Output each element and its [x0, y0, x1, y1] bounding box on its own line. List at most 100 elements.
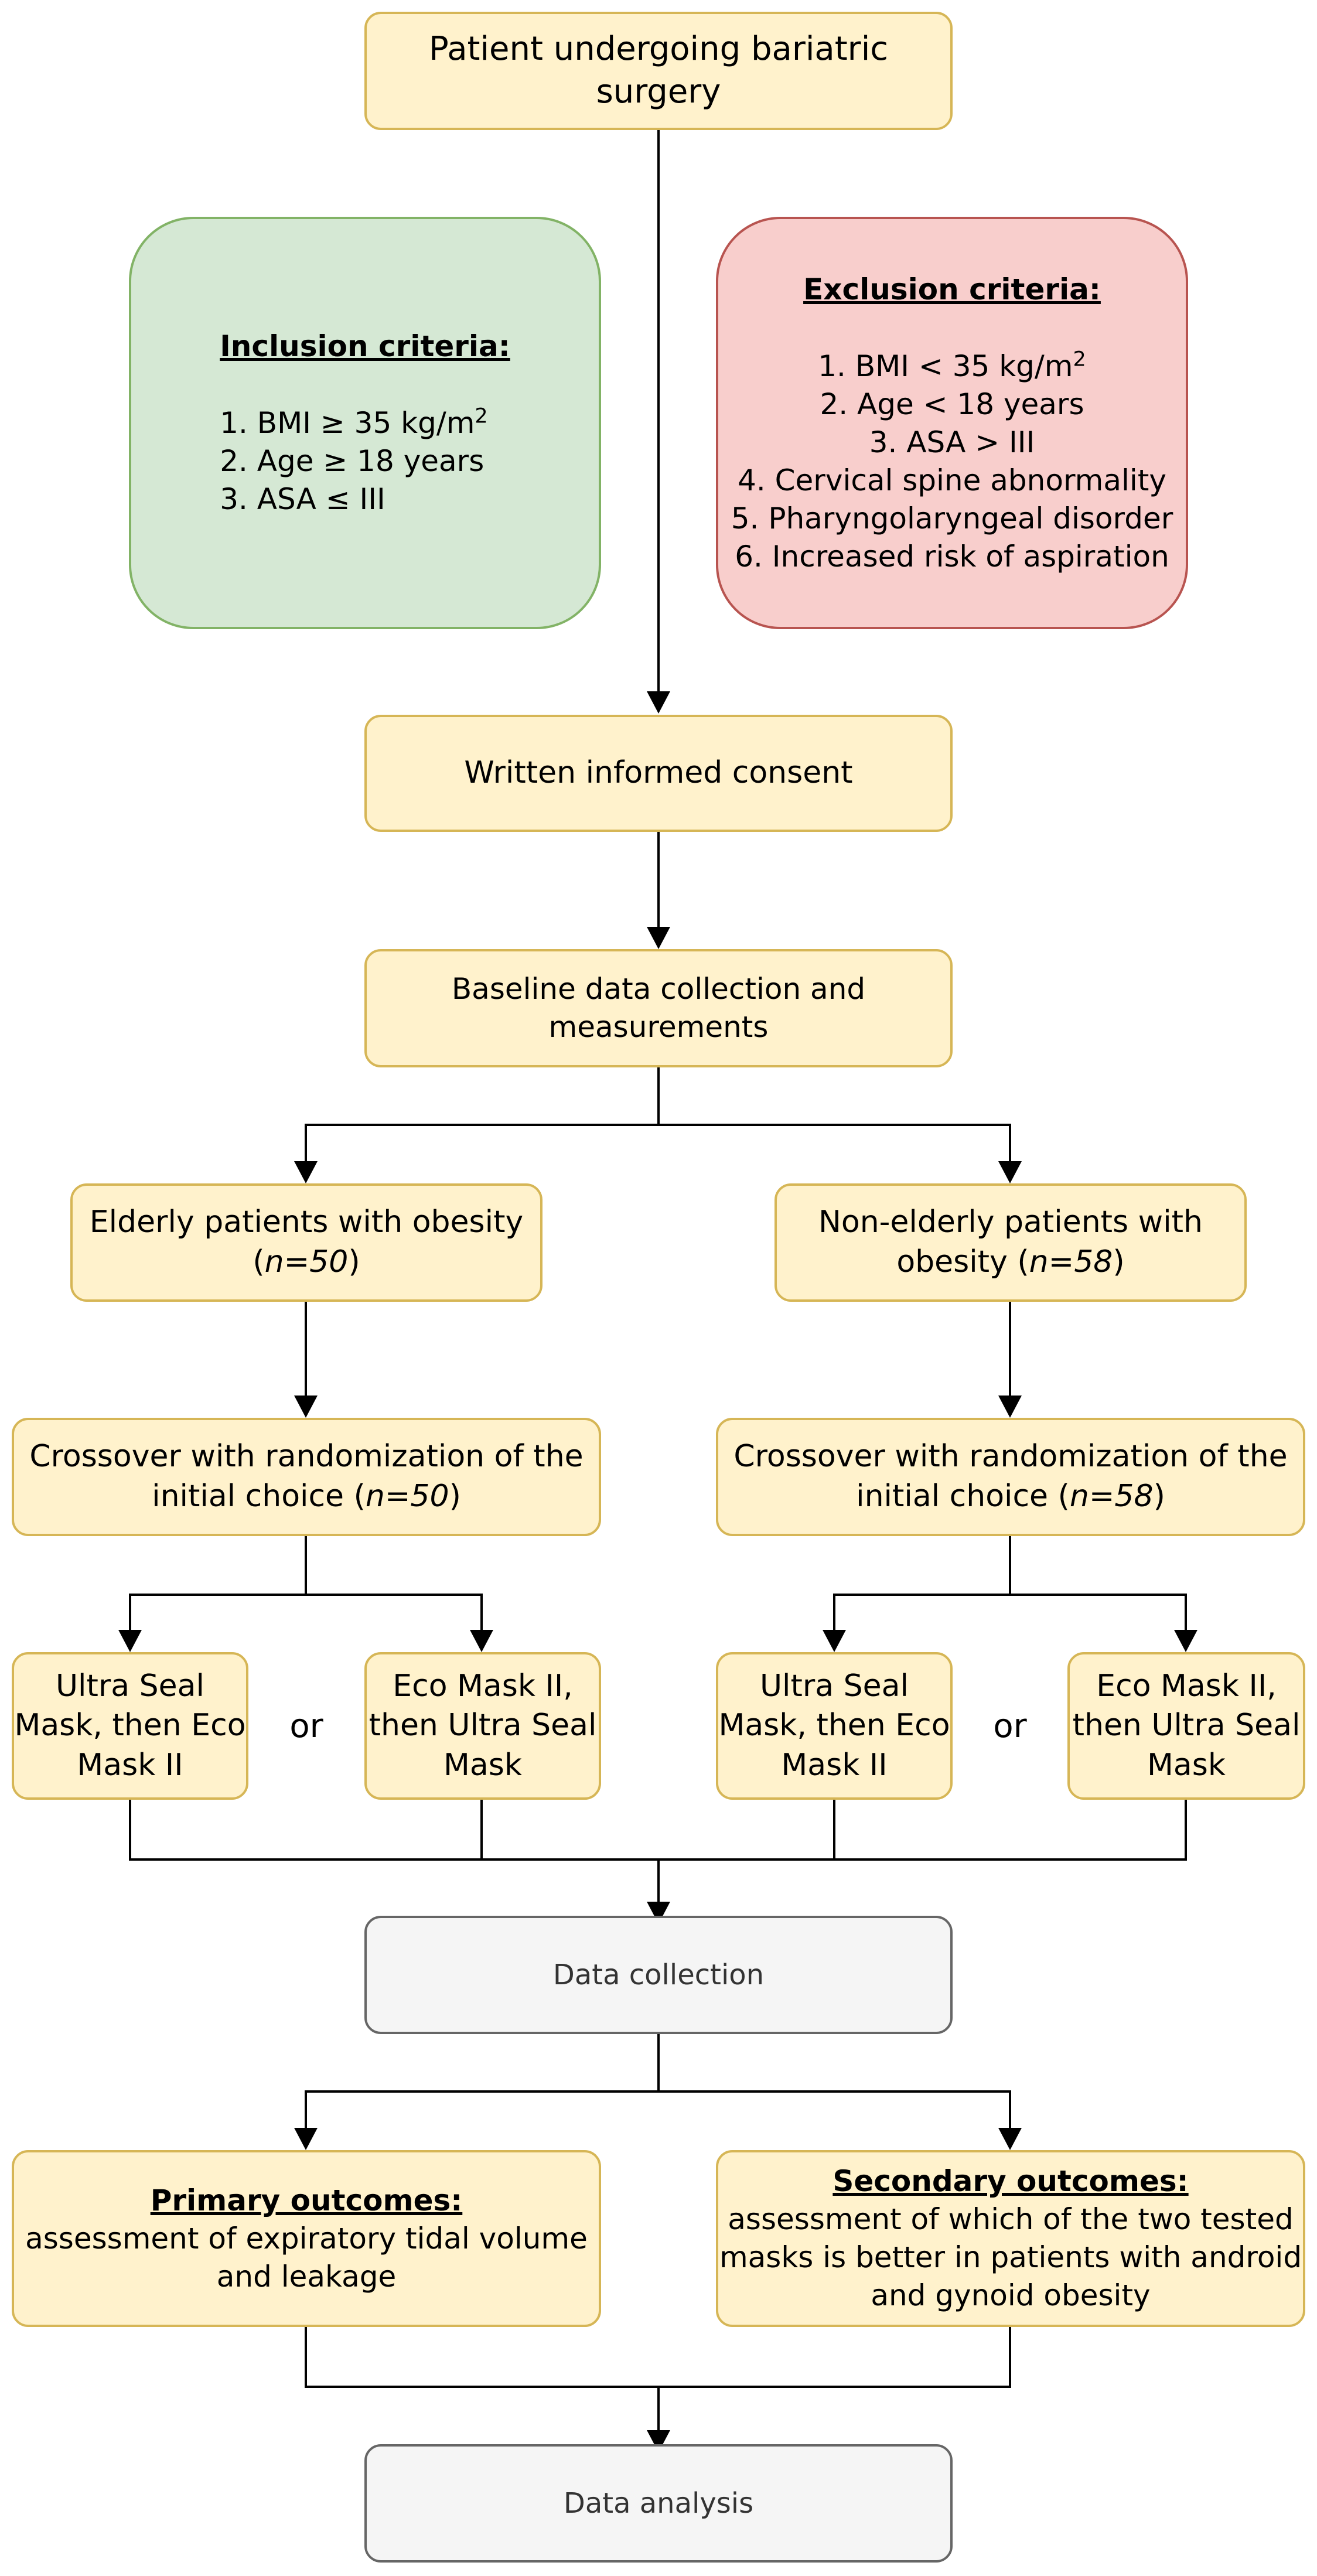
connector-right-eco [1185, 1594, 1187, 1633]
inclusion-heading: Inclusion criteria: [220, 329, 510, 363]
data-analysis-box: Data analysis [364, 2444, 953, 2563]
elderly-sample-size: n=50 [264, 1244, 349, 1280]
arrowhead-nonelderly [998, 1161, 1022, 1183]
connector-merge-to-collection [657, 1858, 660, 1912]
inclusion-item-bmi-sup: 2 [475, 404, 488, 428]
arrowhead-left-ultra [118, 1630, 142, 1652]
connector-mask-right-ultra-down [833, 1800, 835, 1861]
exclusion-item-bmi: 1. BMI < 35 kg/m2 [818, 347, 1086, 385]
data-collection-box: Data collection [364, 1916, 953, 2034]
start-box: Patient undergoing bariatric surgery [364, 12, 953, 130]
exclusion-heading: Exclusion criteria: [803, 272, 1101, 306]
connector-consent-to-baseline [657, 832, 660, 937]
elderly-label-line2: (n=50) [253, 1243, 360, 1282]
connector-right-ultra [833, 1594, 835, 1633]
start-label: Patient undergoing bariatric surgery [428, 30, 889, 111]
arrowhead-elderly [294, 1161, 318, 1183]
exclusion-item-bmi-text: 1. BMI < 35 kg/m [818, 349, 1073, 383]
connector-secondary-down [1009, 2327, 1011, 2388]
exclusion-criteria-box: Exclusion criteria: 1. BMI < 35 kg/m2 2.… [716, 217, 1188, 629]
primary-outcomes-line2: and leakage [216, 2259, 397, 2294]
right-eco-line1: Eco Mask II, [1096, 1668, 1277, 1704]
crossover-left-line2-prefix: initial choice ( [152, 1479, 366, 1514]
connector-collection-down [657, 2034, 660, 2091]
connector-crossover-right-down [1009, 1536, 1011, 1595]
baseline-label-line2: measurements [548, 1010, 769, 1044]
left-ultra-line3: Mask II [77, 1747, 183, 1783]
inclusion-criteria-box: Inclusion criteria: 1. BMI ≥ 35 kg/m2 2.… [129, 217, 601, 629]
left-eco-line3: Mask [443, 1747, 522, 1783]
crossover-left-line2: initial choice (n=50) [152, 1477, 461, 1517]
crossover-right-box: Crossover with randomization of the init… [716, 1418, 1305, 1536]
primary-outcomes-box: Primary outcomes: assessment of expirato… [12, 2150, 601, 2327]
connector-elderly-to-crossover [305, 1302, 307, 1401]
connector-split-primary [305, 2090, 307, 2131]
connector-mask-left-ultra-down [129, 1800, 131, 1861]
connector-crossover-left-split [129, 1594, 483, 1596]
exclusion-item-asa: 3. ASA > III [869, 425, 1035, 459]
baseline-label-line1: Baseline data collection and [451, 972, 866, 1006]
connector-baseline-split [305, 1124, 1011, 1126]
crossover-right-line2: initial choice (n=58) [856, 1477, 1165, 1517]
inclusion-item-bmi-text: 1. BMI ≥ 35 kg/m [220, 406, 475, 440]
arrowhead-consent [647, 691, 670, 714]
crossover-left-paren-close: ) [449, 1479, 461, 1514]
nonelderly-label-line2: obesity (n=58) [896, 1243, 1124, 1282]
connector-crossover-right-split [833, 1594, 1187, 1596]
left-ultra-seal-first-box: Ultra Seal Mask, then Eco Mask II [12, 1652, 248, 1800]
secondary-outcomes-box: Secondary outcomes: assessment of which … [716, 2150, 1305, 2327]
arrowhead-crossover-right [998, 1396, 1022, 1418]
right-eco-line2: then Ultra Seal [1072, 1708, 1301, 1744]
nonelderly-label-line1: Non-elderly patients with [818, 1205, 1203, 1240]
left-or-label: or [289, 1707, 323, 1745]
elderly-paren-open: ( [253, 1244, 265, 1280]
connector-split-right [1009, 1124, 1011, 1165]
crossover-right-line2-prefix: initial choice ( [856, 1479, 1070, 1514]
connector-baseline-down [657, 1067, 660, 1125]
secondary-outcomes-heading: Secondary outcomes: [832, 2164, 1189, 2198]
right-ultra-line2: Mask, then Eco [718, 1708, 950, 1744]
connector-merge-to-analysis [657, 2386, 660, 2441]
crossover-left-box: Crossover with randomization of the init… [12, 1418, 601, 1536]
exclusion-item-pharyngolaryngeal: 5. Pharyngolaryngeal disorder [731, 501, 1173, 535]
exclusion-item-bmi-sup: 2 [1073, 347, 1086, 371]
right-or-label: or [993, 1707, 1027, 1745]
exclusion-item-aspiration: 6. Increased risk of aspiration [735, 539, 1169, 574]
connector-left-ultra [129, 1594, 131, 1633]
data-analysis-label: Data analysis [563, 2486, 754, 2520]
nonelderly-group-box: Non-elderly patients with obesity (n=58) [774, 1183, 1247, 1302]
connector-split-secondary [1009, 2090, 1011, 2131]
connector-mask-left-eco-down [480, 1800, 483, 1861]
nonelderly-paren-close: ) [1113, 1244, 1125, 1280]
left-ultra-line2: Mask, then Eco [14, 1708, 246, 1744]
arrowhead-left-eco [470, 1630, 493, 1652]
exclusion-item-age: 2. Age < 18 years [820, 387, 1084, 421]
crossover-left-sample-size: n=50 [365, 1479, 449, 1514]
connector-collection-split [305, 2090, 1011, 2093]
nonelderly-line2-prefix: obesity ( [896, 1244, 1029, 1280]
nonelderly-sample-size: n=58 [1029, 1244, 1113, 1280]
arrowhead-primary [294, 2128, 318, 2150]
right-ultra-line3: Mask II [781, 1747, 888, 1783]
connector-start-to-consent [657, 130, 660, 704]
exclusion-criteria-list: Exclusion criteria: 1. BMI < 35 kg/m2 2.… [731, 271, 1173, 576]
connector-split-left [305, 1124, 307, 1165]
data-collection-label: Data collection [552, 1958, 765, 1991]
consent-label: Written informed consent [464, 755, 853, 791]
secondary-outcomes-line2: masks is better in patients with android [719, 2240, 1302, 2274]
elderly-group-box: Elderly patients with obesity (n=50) [70, 1183, 543, 1302]
right-eco-mask-first-box: Eco Mask II, then Ultra Seal Mask [1067, 1652, 1305, 1800]
inclusion-item-age: 2. Age ≥ 18 years [220, 444, 485, 478]
right-ultra-seal-first-box: Ultra Seal Mask, then Eco Mask II [716, 1652, 953, 1800]
primary-outcomes-line1: assessment of expiratory tidal volume [25, 2221, 588, 2256]
arrowhead-right-eco [1174, 1630, 1197, 1652]
inclusion-item-bmi: 1. BMI ≥ 35 kg/m2 [220, 404, 488, 442]
consent-box: Written informed consent [364, 715, 953, 832]
right-eco-line3: Mask [1147, 1747, 1226, 1783]
left-eco-line1: Eco Mask II, [393, 1668, 573, 1704]
elderly-paren-close: ) [348, 1244, 360, 1280]
arrowhead-baseline [647, 927, 670, 949]
connector-mask-right-eco-down [1185, 1800, 1187, 1861]
primary-outcomes-heading: Primary outcomes: [150, 2183, 463, 2217]
